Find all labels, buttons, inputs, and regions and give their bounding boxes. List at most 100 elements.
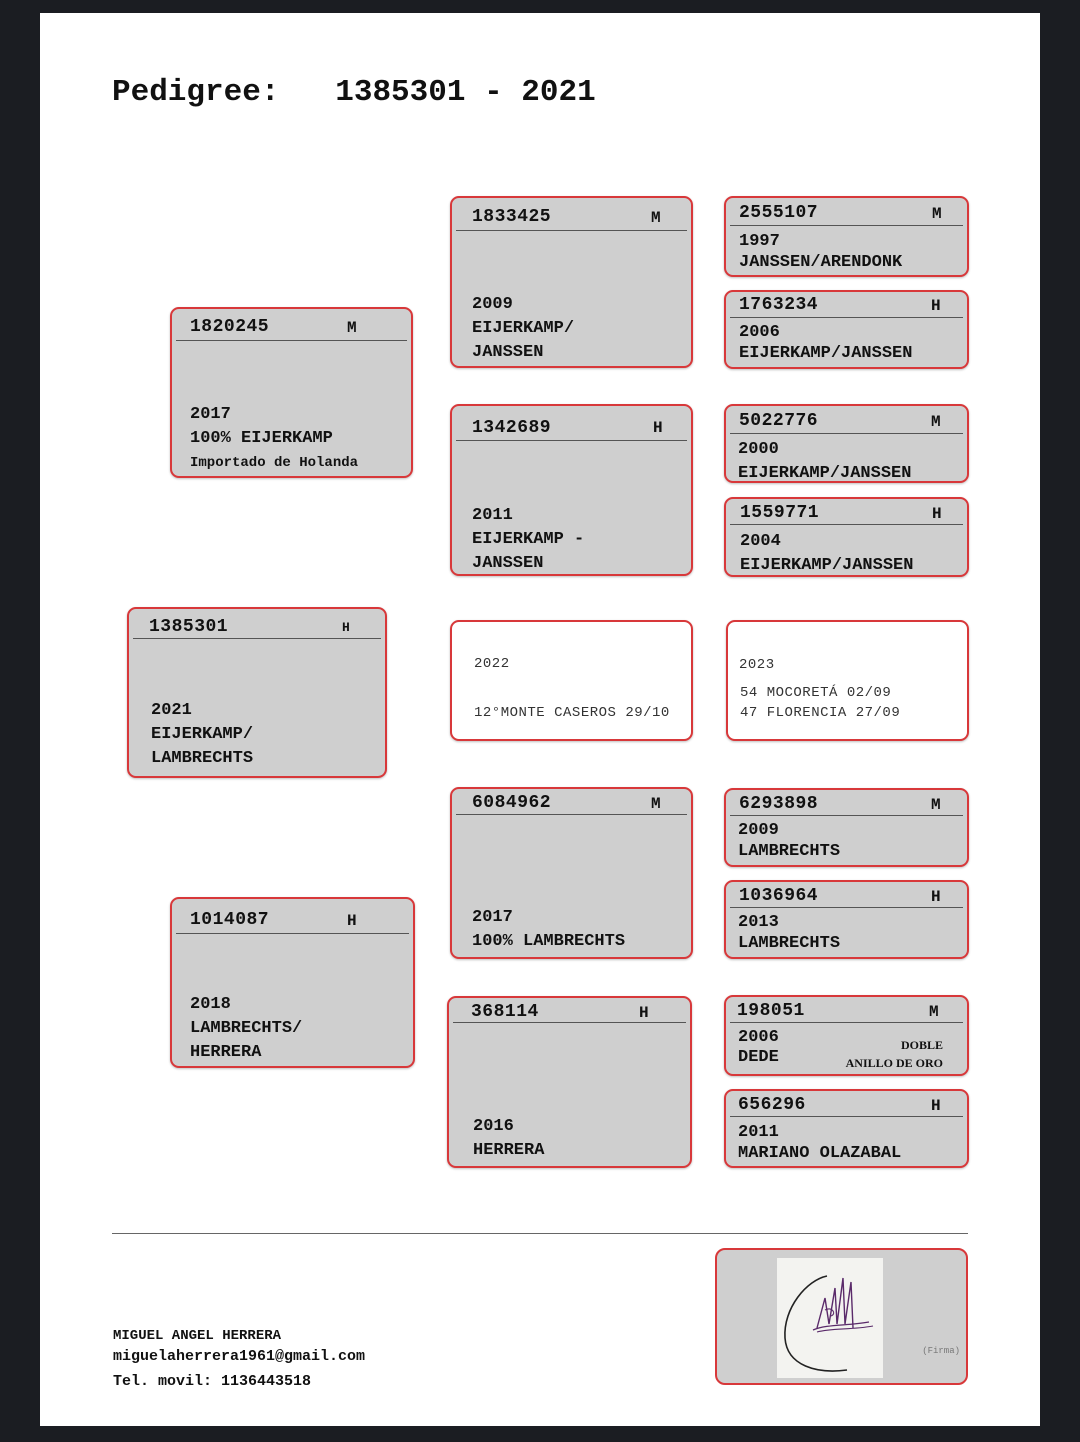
card-id: 1763234 — [739, 295, 819, 315]
card-id: 1036964 — [739, 886, 819, 906]
ggp-card-7: 198051 M 2006 DEDE DOBLE ANILLO DE ORO — [724, 995, 969, 1076]
results-year: 2022 — [474, 656, 510, 672]
card-year: 2021 — [151, 701, 192, 720]
card-line: LAMBRECHTS — [738, 934, 841, 953]
card-line: MARIANO OLAZABAL — [738, 1144, 902, 1163]
card-sex: H — [653, 419, 663, 437]
title-label: Pedigree: — [112, 75, 280, 110]
card-year: 2011 — [472, 506, 513, 525]
card-id: 6084962 — [472, 793, 552, 813]
ggp-card-3: 5022776 M 2000 EIJERKAMP/JANSSEN — [724, 404, 969, 483]
card-line: EIJERKAMP/JANSSEN — [740, 556, 914, 575]
card-year: 2004 — [740, 532, 781, 551]
dam-dam-card: 368114 H 2016 HERRERA — [447, 996, 692, 1168]
ggp-card-5: 6293898 M 2009 LAMBRECHTS — [724, 788, 969, 867]
card-year: 2018 — [190, 995, 231, 1014]
card-sex: H — [931, 297, 941, 315]
card-sex: M — [347, 319, 357, 337]
card-line: LAMBRECHTS/ — [190, 1019, 303, 1038]
card-line: EIJERKAMP/JANSSEN — [738, 464, 912, 483]
footer-divider — [112, 1233, 968, 1234]
dam-card: 1014087 H 2018 LAMBRECHTS/ HERRERA — [170, 897, 415, 1068]
sire-dam-card: 1342689 H 2011 EIJERKAMP - JANSSEN — [450, 404, 693, 576]
signature-label: (Firma) — [922, 1346, 960, 1356]
card-id: 5022776 — [739, 411, 819, 431]
card-line: JANSSEN/ARENDONK — [739, 253, 903, 272]
card-sex: H — [931, 1097, 941, 1115]
card-year: 2011 — [738, 1123, 779, 1142]
card-line: JANSSEN — [472, 343, 544, 362]
card-note: Importado de Holanda — [190, 455, 359, 471]
ggp-card-2: 1763234 H 2006 EIJERKAMP/JANSSEN — [724, 290, 969, 369]
card-line: DEDE — [738, 1048, 779, 1067]
card-id: 1833425 — [472, 207, 552, 227]
card-sex: M — [929, 1003, 939, 1021]
results-item: 54 MOCORETÁ 02/09 — [740, 685, 892, 701]
title-number: 1385301 - 2021 — [335, 75, 596, 110]
card-id: 6293898 — [739, 794, 819, 814]
owner-phone: Tel. movil: 1136443518 — [113, 1373, 312, 1390]
card-sex: H — [932, 505, 942, 523]
card-year: 2006 — [738, 1028, 779, 1047]
card-line: LAMBRECHTS — [151, 749, 254, 768]
card-sex: M — [651, 795, 661, 813]
card-year: 2017 — [190, 405, 231, 424]
card-year: 2009 — [472, 295, 513, 314]
card-year: 2006 — [739, 323, 780, 342]
card-line: 100% EIJERKAMP — [190, 429, 333, 448]
card-line: HERRERA — [473, 1141, 545, 1160]
owner-name: MIGUEL ANGEL HERRERA — [113, 1328, 282, 1344]
results-item: 12°MONTE CASEROS 29/10 — [474, 705, 670, 721]
card-year: 1997 — [739, 232, 780, 251]
card-sex: M — [651, 209, 661, 227]
card-id: 2555107 — [739, 203, 819, 223]
page-title: Pedigree: 1385301 - 2021 — [112, 75, 596, 110]
card-sex: M — [931, 796, 941, 814]
sire-card: 1820245 M 2017 100% EIJERKAMP Importado … — [170, 307, 413, 478]
card-line: EIJERKAMP/ — [151, 725, 254, 744]
card-year: 2017 — [472, 908, 513, 927]
card-line: EIJERKAMP/ — [472, 319, 575, 338]
results-2022-card: 2022 12°MONTE CASEROS 29/10 — [450, 620, 693, 741]
award-line: ANILLO DE ORO — [845, 1056, 943, 1070]
card-id: 1342689 — [472, 418, 552, 438]
owner-email: miguelaherrera1961@gmail.com — [113, 1348, 366, 1365]
card-id: 1820245 — [190, 317, 270, 337]
results-year: 2023 — [739, 657, 775, 673]
card-year: 2000 — [738, 440, 779, 459]
card-sex: H — [342, 620, 350, 635]
ggp-card-8: 656296 H 2011 MARIANO OLAZABAL — [724, 1089, 969, 1168]
card-line: 100% LAMBRECHTS — [472, 932, 626, 951]
card-sex: M — [932, 205, 942, 223]
card-id: 656296 — [738, 1095, 806, 1115]
ggp-card-6: 1036964 H 2013 LAMBRECHTS — [724, 880, 969, 959]
results-item: 47 FLORENCIA 27/09 — [740, 705, 901, 721]
sire-sire-card: 1833425 M 2009 EIJERKAMP/ JANSSEN — [450, 196, 693, 368]
card-line: HERRERA — [190, 1043, 262, 1062]
card-id: 198051 — [737, 1001, 805, 1021]
card-id: 1559771 — [740, 503, 820, 523]
signature-icon — [784, 1275, 874, 1372]
card-id: 1014087 — [190, 910, 270, 930]
card-sex: H — [347, 912, 357, 930]
card-sex: M — [931, 413, 941, 431]
award-note: DOBLE ANILLO DE ORO — [846, 1036, 943, 1072]
award-line: DOBLE — [900, 1038, 943, 1052]
card-sex: H — [639, 1004, 649, 1022]
card-year: 2016 — [473, 1117, 514, 1136]
ggp-card-4: 1559771 H 2004 EIJERKAMP/JANSSEN — [724, 497, 969, 577]
card-line: EIJERKAMP - — [472, 530, 585, 549]
ggp-card-1: 2555107 M 1997 JANSSEN/ARENDONK — [724, 196, 969, 277]
dam-sire-card: 6084962 M 2017 100% LAMBRECHTS — [450, 787, 693, 959]
signature-image — [777, 1258, 883, 1378]
card-line: LAMBRECHTS — [738, 842, 841, 861]
card-line: JANSSEN — [472, 554, 544, 573]
card-year: 2013 — [738, 913, 779, 932]
card-line: EIJERKAMP/JANSSEN — [739, 344, 913, 363]
pedigree-page: Pedigree: 1385301 - 2021 1385301 H 2021 … — [40, 13, 1040, 1426]
subject-card: 1385301 H 2021 EIJERKAMP/ LAMBRECHTS — [127, 607, 387, 778]
card-sex: H — [931, 888, 941, 906]
card-year: 2009 — [738, 821, 779, 840]
card-id: 368114 — [471, 1002, 539, 1022]
signature-card: (Firma) — [715, 1248, 968, 1385]
